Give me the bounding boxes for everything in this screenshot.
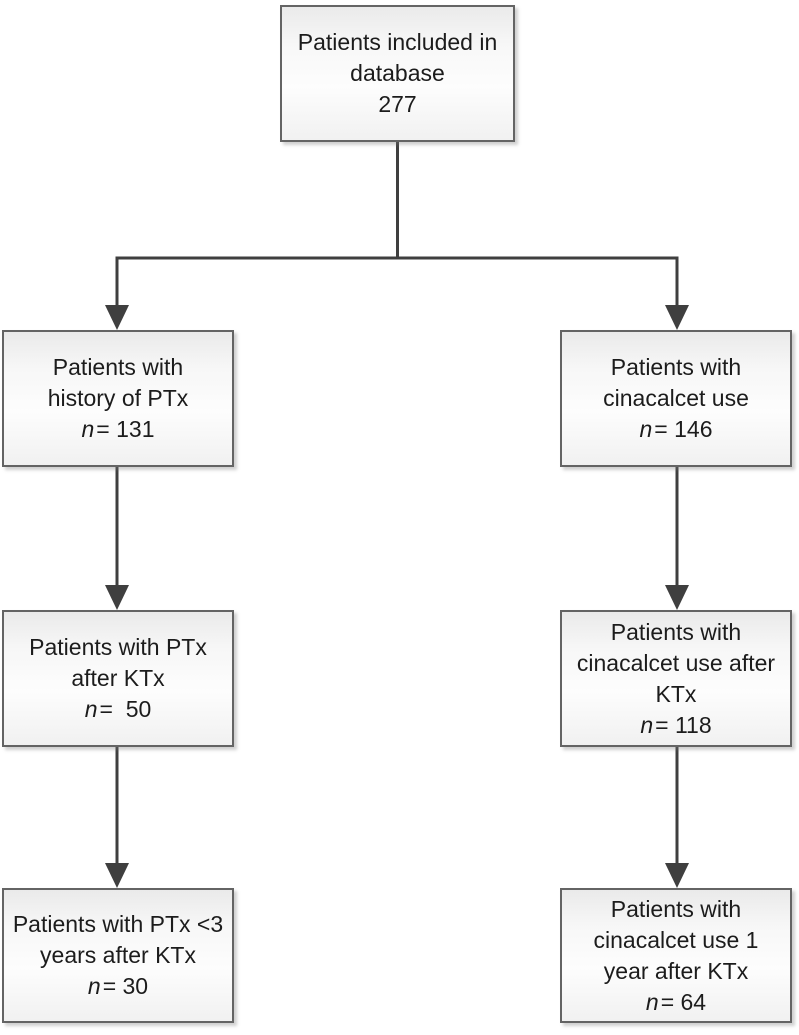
box-count: n= 64 [646, 987, 706, 1018]
n-symbol: n [84, 696, 98, 722]
box-line: year after KTx [603, 957, 749, 984]
box-count: 277 [378, 91, 417, 117]
box-line: years after KTx [40, 942, 196, 968]
flow-box-cinacalcet-1-year: Patients with cinacalcet use 1 year afte… [560, 888, 792, 1023]
box-line: Patients with PTx <3 [12, 911, 224, 937]
flow-box-cinacalcet-after-ktx: Patients with cinacalcet use after KTx n… [560, 610, 792, 747]
box-line: Patients with [610, 895, 742, 922]
arrowhead-icon [665, 305, 689, 330]
box-line: database [350, 60, 445, 86]
flow-box-history-of-ptx: Patients with history of PTx n= 131 [2, 330, 234, 467]
flow-box-cinacalcet-use: Patients with cinacalcet use n= 146 [560, 330, 792, 467]
box-line: Patients included in [297, 29, 498, 55]
box-line: Patients with [610, 354, 742, 380]
count-value: = 131 [96, 416, 155, 442]
flow-box-patients-included: Patients included in database 277 [280, 5, 515, 142]
arrowhead-icon [105, 305, 129, 330]
box-count: n= 50 [85, 694, 152, 725]
count-value: = 64 [660, 988, 707, 1015]
box-line: Patients with [52, 354, 184, 380]
box-line: cinacalcet use [603, 385, 749, 411]
box-line: cinacalcet use 1 [593, 926, 759, 953]
n-symbol: n [640, 711, 654, 738]
count-value: = 50 [99, 696, 152, 722]
arrowhead-icon [665, 863, 689, 888]
arrowhead-icon [105, 585, 129, 610]
box-line: Patients with [610, 618, 742, 645]
count-value: = 118 [655, 711, 712, 738]
box-count: n= 131 [82, 414, 155, 445]
box-line: Patients with PTx [29, 634, 207, 660]
n-symbol: n [87, 973, 101, 999]
count-value: = 30 [102, 973, 149, 999]
box-count: n= 146 [640, 414, 713, 445]
n-symbol: n [81, 416, 95, 442]
flow-box-ptx-after-ktx: Patients with PTx after KTx n= 50 [2, 610, 234, 747]
box-count: n= 118 [640, 710, 711, 741]
box-line: KTx [655, 680, 697, 707]
n-symbol: n [645, 988, 659, 1015]
count-value: = 146 [654, 416, 713, 442]
arrowhead-icon [665, 585, 689, 610]
box-line: after KTx [71, 665, 165, 691]
n-symbol: n [639, 416, 653, 442]
box-count: n= 30 [88, 971, 148, 1002]
flow-box-ptx-lt3-years: Patients with PTx <3 years after KTx n= … [2, 888, 234, 1023]
box-line: history of PTx [47, 385, 189, 411]
arrowhead-icon [105, 863, 129, 888]
box-line: cinacalcet use after [576, 649, 776, 676]
